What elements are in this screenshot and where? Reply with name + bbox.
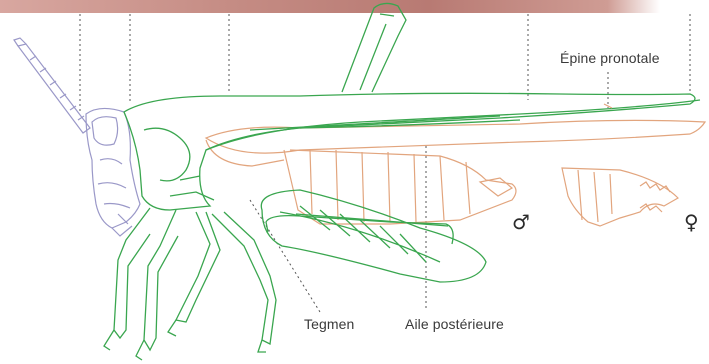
- label-aile-posterieure: Aile postérieure: [405, 316, 504, 332]
- female-symbol-icon: ♀: [684, 212, 699, 232]
- head: [86, 108, 140, 236]
- label-epine-pronotale: Épine pronotale: [560, 50, 660, 66]
- label-tegmen: Tegmen: [304, 316, 354, 332]
- female-abdomen-tip: [562, 168, 678, 226]
- male-symbol-icon: ♂: [512, 212, 530, 232]
- antenna: [14, 38, 90, 133]
